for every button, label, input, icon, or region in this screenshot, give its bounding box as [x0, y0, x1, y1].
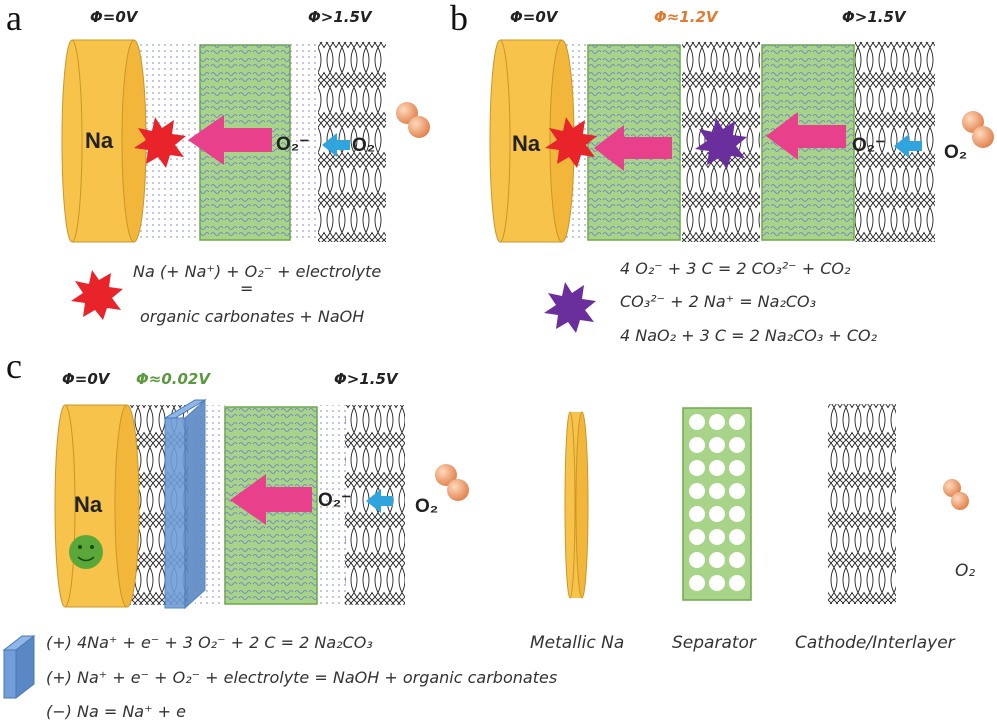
separator-pore — [689, 575, 705, 591]
separator-pore — [729, 483, 745, 499]
panel-a-label: a — [6, 0, 22, 38]
separator-pore — [729, 506, 745, 522]
na-label: Na — [74, 492, 103, 517]
panel-a-phi-right: Φ>1.5V — [308, 8, 373, 26]
red-burst-icon — [545, 117, 597, 168]
superoxide-label: O₂⁻ — [852, 135, 885, 156]
separator-pore — [689, 483, 705, 499]
o2-molecule-icon — [435, 464, 469, 501]
separator-pore — [689, 506, 705, 522]
red-burst-icon — [134, 117, 186, 168]
panel-b-phi-right: Φ>1.5V — [842, 8, 907, 26]
o2-molecule-icon — [396, 102, 430, 138]
separator-pore — [689, 437, 705, 453]
pink-arrow-icon — [188, 115, 272, 165]
separator-pore — [709, 483, 725, 499]
separator-pore — [729, 437, 745, 453]
equation-line: (+) 4Na⁺ + e⁻ + 3 O₂⁻ + 2 C = 2 Na₂CO₃ — [46, 633, 373, 652]
separator-pore — [709, 437, 725, 453]
separator-pore — [689, 552, 705, 568]
component-legend: Metallic Na Separator Cathode/Interlayer… — [530, 404, 975, 653]
pink-arrow-icon — [766, 112, 846, 160]
separator-pore — [689, 460, 705, 476]
smiley-icon — [69, 535, 103, 569]
oxygen-label: O₂ — [415, 496, 438, 517]
purple-burst-icon — [695, 118, 747, 169]
panel-c-phi-right: Φ>1.5V — [334, 370, 399, 388]
superoxide-label: O₂⁻ — [318, 490, 351, 511]
pink-arrow-icon — [594, 125, 672, 171]
separator-pore — [689, 529, 705, 545]
panel-b-phi-mid: Φ≈1.2V — [654, 8, 719, 26]
sodium-anode — [489, 39, 575, 243]
legend-separator: Separator — [672, 633, 757, 653]
pink-arrow-icon — [230, 474, 312, 525]
separator-pore — [729, 414, 745, 430]
electrolyte-region — [318, 405, 348, 605]
equation-line: (+) Na⁺ + e⁻ + O₂⁻ + electrolyte = NaOH … — [46, 668, 557, 687]
electrolyte-region — [290, 42, 320, 242]
panel-c-phi-left: Φ=0V — [62, 370, 111, 388]
separator-pore — [729, 552, 745, 568]
superoxide-label: O₂⁻ — [276, 134, 309, 155]
panel-c-label: c — [6, 346, 22, 386]
equation-line: 4 O₂⁻ + 3 C = 2 CO₃²⁻ + CO₂ — [620, 259, 851, 278]
equation-line: CO₃²⁻ + 2 Na⁺ = Na₂CO₃ — [620, 292, 816, 311]
separator-pore — [709, 506, 725, 522]
separator-pore — [709, 414, 725, 430]
o2-molecule-icon — [943, 479, 969, 510]
blue-arrow-icon — [366, 489, 393, 513]
separator-pore — [709, 529, 725, 545]
equation-line: Na (+ Na⁺) + O₂⁻ + electrolyte — [133, 262, 381, 281]
separator-pore — [729, 575, 745, 591]
separator-pore — [689, 414, 705, 430]
separator-pore — [729, 460, 745, 476]
legend-o2: O₂ — [955, 561, 975, 581]
o2-molecule-icon — [962, 111, 994, 148]
oxygen-label: O₂ — [352, 135, 375, 156]
separator-pore — [709, 552, 725, 568]
panel-b-phi-left: Φ=0V — [510, 8, 559, 26]
oxygen-label: O₂ — [944, 142, 967, 163]
metallic-na-legend-icon — [564, 411, 589, 599]
red-burst-icon — [71, 270, 123, 320]
equation-line: 4 NaO₂ + 3 C = 2 Na₂CO₃ + CO₂ — [620, 326, 878, 345]
blue-arrow-icon — [322, 133, 350, 157]
protective-layer — [163, 398, 207, 610]
blue-arrow-icon — [894, 134, 922, 158]
sodium-anode — [54, 404, 140, 608]
panel-c: c Φ=0V Φ≈0.02V Φ>1.5V Na — [2, 346, 557, 721]
panel-a: a Φ=0V Φ>1.5V Na O₂⁻ O₂ — [6, 0, 430, 326]
separator-pore — [709, 460, 725, 476]
legend-cathode: Cathode/Interlayer — [795, 633, 956, 653]
na-label: Na — [85, 128, 114, 153]
cathode-legend-icon — [828, 404, 896, 604]
separator-pore — [729, 529, 745, 545]
na-label: Na — [512, 131, 541, 156]
panel-c-phi-mid: Φ≈0.02V — [136, 370, 211, 388]
equation-line: (−) Na = Na⁺ + e — [46, 702, 186, 721]
legend-metallic-na: Metallic Na — [530, 633, 624, 653]
separator-legend-icon — [682, 407, 752, 601]
panel-b-label: b — [450, 0, 468, 38]
panel-a-phi-left: Φ=0V — [90, 8, 139, 26]
equation-line: = — [240, 279, 253, 298]
equation-line: organic carbonates + NaOH — [140, 307, 364, 326]
protective-layer-icon — [2, 634, 36, 700]
panel-b: b Φ=0V Φ≈1.2V Φ>1.5V Na O₂⁻ O₂ 4 O — [450, 0, 994, 345]
purple-burst-icon — [544, 282, 596, 333]
separator-pore — [709, 575, 725, 591]
